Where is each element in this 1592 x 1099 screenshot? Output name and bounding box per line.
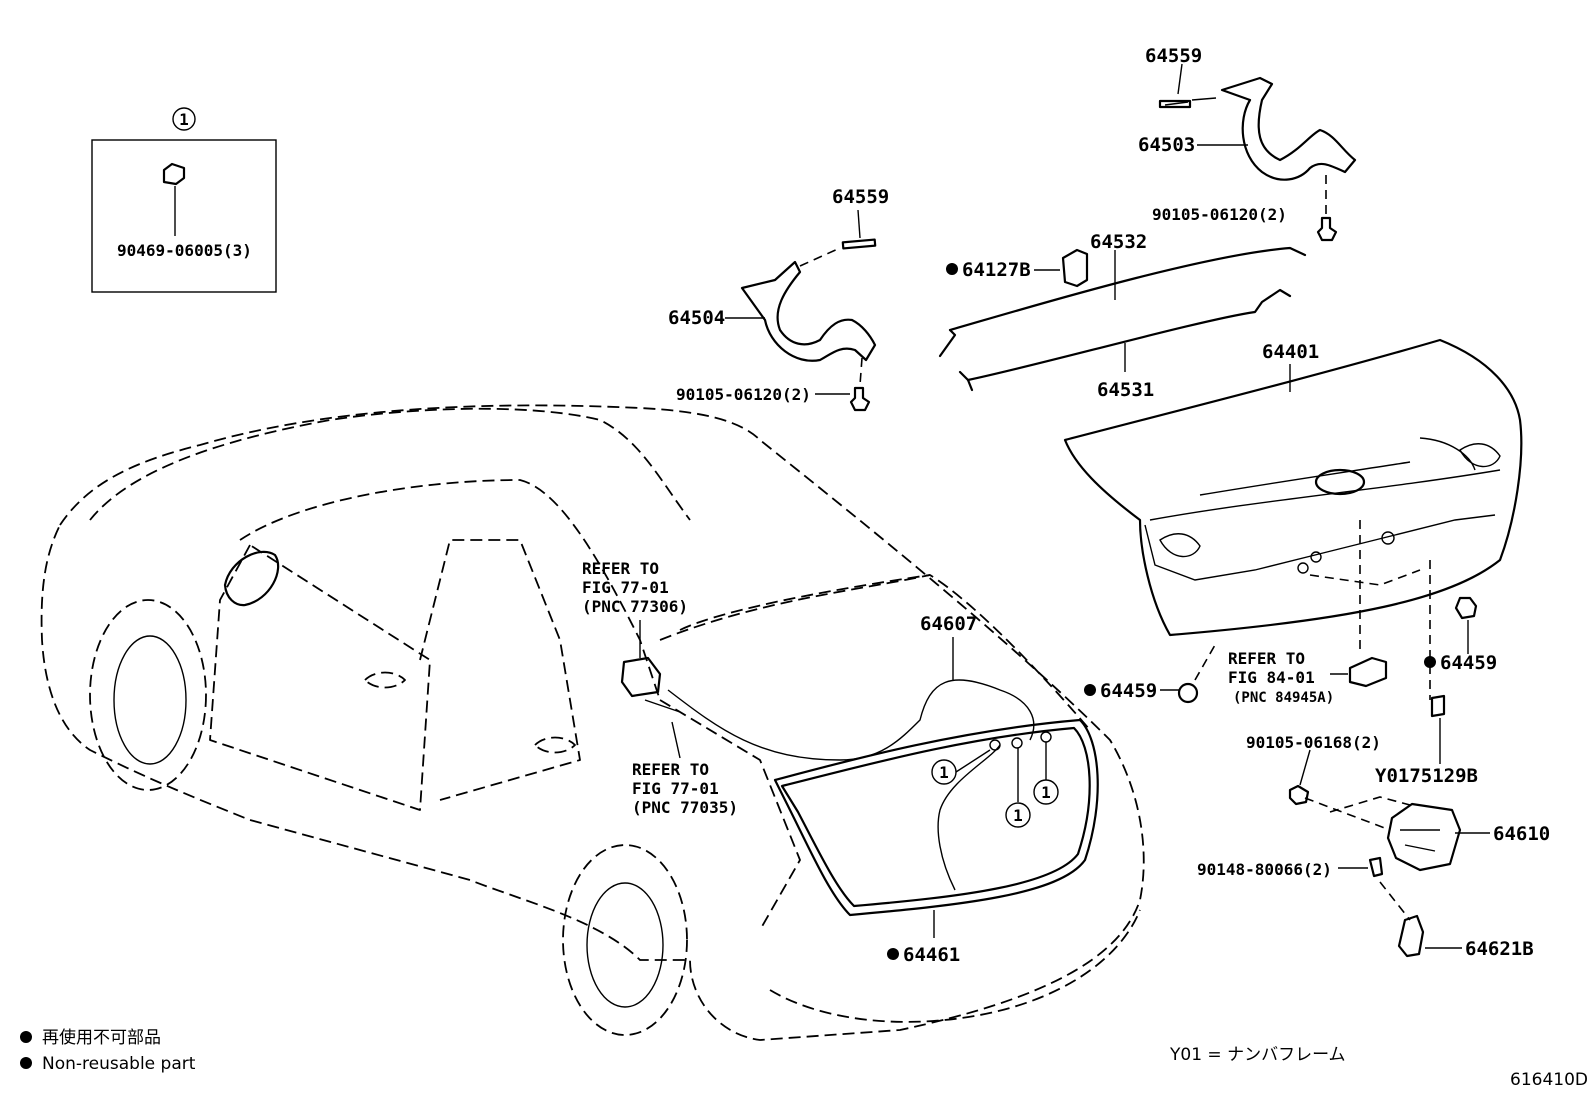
figure-id: 616410D <box>1510 1070 1588 1090</box>
part-64127B: 64127B <box>962 259 1031 281</box>
part-90148-80066: 90148-80066(2) <box>1197 860 1332 879</box>
part-64459-left: 64459 <box>1100 680 1157 702</box>
refer-line-1: REFER TO <box>1228 649 1305 668</box>
callout-circle-icon <box>931 759 957 785</box>
non-reusable-dot-icon <box>20 1057 32 1069</box>
non-reusable-dot-icon <box>20 1031 32 1043</box>
non-reusable-dot-icon <box>946 263 958 275</box>
callout-circle-icon <box>1005 802 1031 828</box>
refer-line-2: FIG 84-01 <box>1228 668 1315 687</box>
non-reusable-dot-icon <box>887 948 899 960</box>
legend: 再使用不可部品 Non-reusable part <box>20 1027 196 1074</box>
callout-number: 1 <box>179 110 189 129</box>
refer-note-77035: REFER TO FIG 77-01 (PNC 77035) <box>632 721 738 817</box>
part-64607: 64607 <box>920 613 977 635</box>
part-64503: 64503 <box>1138 134 1195 156</box>
part-90105-06168: 90105-06168(2) <box>1246 733 1381 752</box>
part-64461: 64461 <box>903 944 960 966</box>
callout-number: 1 <box>939 763 949 782</box>
part-64559-left: 64559 <box>832 186 889 208</box>
part-64401: 64401 <box>1262 341 1319 363</box>
part-64531: 64531 <box>1097 379 1154 401</box>
trunk-lid-64401 <box>1063 338 1523 700</box>
callout-circle-icon <box>172 107 196 131</box>
inset-box <box>91 139 277 293</box>
refer-line-1: REFER TO <box>632 760 709 779</box>
part-90105-06120-a: 90105-06120(2) <box>1152 205 1287 224</box>
footnote: Y01 = ナンバフレーム <box>1169 1045 1346 1065</box>
harness-callouts: 1 1 1 <box>931 742 1059 828</box>
non-reusable-dot-icon <box>1424 656 1436 668</box>
inset-grommet: 1 90469-06005(3) <box>91 107 277 293</box>
callout-circle-icon <box>1033 779 1059 805</box>
refer-line-2: FIG 77-01 <box>582 578 669 597</box>
part-64610: 64610 <box>1493 823 1550 845</box>
part-64532: 64532 <box>1090 231 1147 253</box>
part-64504: 64504 <box>668 307 725 329</box>
legend-jp: 再使用不可部品 <box>42 1027 161 1048</box>
grommet-icon <box>162 162 186 186</box>
callout-number: 1 <box>1013 806 1023 825</box>
hinge-64504 <box>740 238 877 412</box>
refer-note-84945A: REFER TO FIG 84-01 (PNC 84945A) <box>1228 649 1334 706</box>
vehicle-body <box>40 404 1145 1041</box>
part-Y0175129B: Y0175129B <box>1375 765 1478 787</box>
part-64621B: 64621B <box>1465 938 1534 960</box>
refer-line-3: (PNC 84945A) <box>1233 690 1334 706</box>
callout-number: 1 <box>1041 783 1051 802</box>
torsion-bars <box>938 246 1307 392</box>
part-64559-top: 64559 <box>1145 45 1202 67</box>
legend-en: Non-reusable part <box>42 1054 196 1074</box>
refer-line-2: FIG 77-01 <box>632 779 719 798</box>
refer-line-3: (PNC 77306) <box>582 597 688 616</box>
refer-line-1: REFER TO <box>582 559 659 578</box>
part-90469-06005: 90469-06005(3) <box>117 241 252 260</box>
lock-assembly <box>1288 784 1462 958</box>
part-90105-06120-b: 90105-06120(2) <box>676 385 811 404</box>
refer-line-3: (PNC 77035) <box>632 798 738 817</box>
part-64459-right: 64459 <box>1440 652 1497 674</box>
hinge-64503 <box>1158 76 1357 242</box>
non-reusable-dot-icon <box>1084 684 1096 696</box>
refer-note-77306: REFER TO FIG 77-01 (PNC 77306) <box>582 559 688 658</box>
